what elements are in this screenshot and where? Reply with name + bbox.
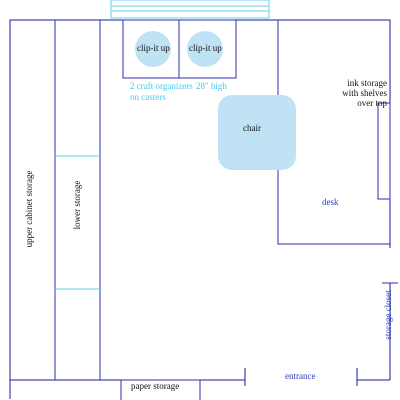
craft-organizers-label: 2 craft organizers: [130, 81, 193, 91]
ink-storage-label: ink storage: [347, 78, 387, 88]
on-casters-label: on casters: [130, 92, 166, 102]
storage-closet-label: storage closet: [383, 290, 394, 340]
window: [110, 0, 270, 19]
desk-label: desk: [322, 197, 339, 207]
upper-cabinet-storage-label: upper cabinet storage: [24, 170, 35, 248]
entrance-label: entrance: [285, 371, 316, 381]
clip-it-up-right: [187, 31, 223, 67]
chair: [218, 95, 296, 170]
clip-it-up-right-label: clip-it up: [189, 43, 222, 53]
clip-it-up-left-label: clip-it up: [137, 43, 170, 53]
ink-storage-cabinet: [377, 102, 391, 200]
ink-over-top-label: over top: [357, 98, 387, 108]
clip-it-up-left: [135, 31, 171, 67]
paper-storage-label: paper storage: [131, 381, 180, 391]
left-wall: [9, 19, 391, 399]
chair-label: chair: [243, 123, 261, 133]
lower-storage-label: lower storage: [72, 180, 83, 230]
ink-shelves-label: with shelves: [342, 88, 387, 98]
desk-outline: [277, 20, 390, 245]
paper-storage-outline: [120, 379, 201, 400]
craft-organizer-right: [178, 19, 237, 79]
height-note-label: 28" high: [196, 81, 227, 91]
